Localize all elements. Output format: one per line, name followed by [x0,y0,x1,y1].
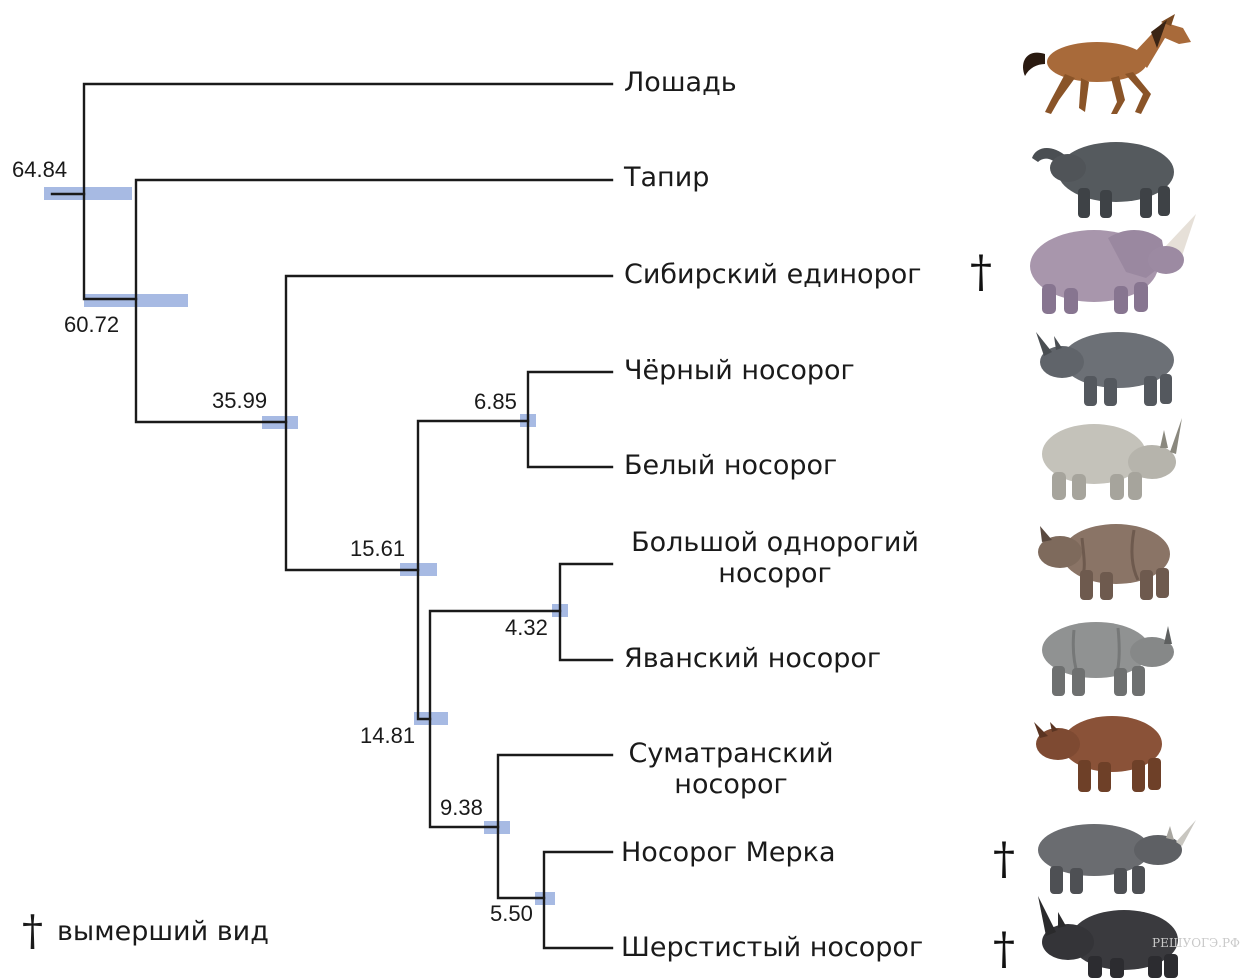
node-age-rhinocerotidae: 35.99 [212,388,267,413]
taxon-label-siberian-unicorn: Сибирский единорог [624,259,921,290]
node-age-root: 64.84 [12,157,67,182]
taxon-label-black-rhino: Чёрный носорог [624,355,855,386]
sumatran-rhino-icon [1028,704,1168,796]
branch-rhinocerotidae [286,276,612,570]
node-age-stephanorhinus: 5.50 [490,901,533,926]
indian-rhino-icon [1030,508,1176,604]
taxon-label-indian-rhino-line2: носорог [620,558,930,589]
node-age-tapir-rhino: 60.72 [64,312,119,337]
taxon-label-tapir: Тапир [624,162,709,193]
taxon-label-woolly-rhino: Шерстистый носорог [621,932,923,963]
taxon-label-white-rhino: Белый носорог [624,450,837,481]
node-age-dicerorhinini: 9.38 [440,795,483,820]
node-age-african: 6.85 [474,389,517,414]
extinct-dagger-siberian-unicorn: † [970,251,992,295]
taxon-label-sumatran-rhino-line2: носорог [620,769,842,800]
black-rhino-icon [1028,318,1180,410]
taxon-label-indian-rhino-line1: Большой однорогий [620,527,930,558]
tree-branches [52,84,612,948]
legend-dagger-symbol: † [22,910,43,952]
javan-rhino-icon [1034,606,1180,700]
tapir-icon [1028,122,1186,222]
taxon-label-sumatran-rhino-line1: Суматранский [620,738,842,769]
taxon-label-merck-rhino: Носорог Мерка [621,837,836,868]
node-age-asian-sumatran: 14.81 [360,723,415,748]
taxon-label-javan-rhino: Яванский носорог [624,643,881,674]
extinct-dagger-woolly-rhino: † [993,928,1015,972]
branch-tapir-rhino [136,180,612,422]
watermark: РЕШУОГЭ.РФ [1152,936,1240,950]
siberian-unicorn-icon [1016,212,1198,318]
node-age-rhinoceros: 4.32 [505,615,548,640]
node-age-labels: 64.84 60.72 35.99 15.61 6.85 14.81 4.32 … [12,157,548,926]
branch-root [84,84,612,299]
taxon-label-indian-rhino: Большой однорогий носорог [620,527,930,589]
legend-label: вымерший вид [57,916,269,947]
extinct-dagger-merck-rhino: † [993,838,1015,882]
branch-african [528,372,612,467]
branch-dicerorhinini [498,755,612,898]
legend: † вымерший вид [22,910,269,952]
merck-rhino-icon [1030,810,1196,896]
taxon-label-sumatran-rhino: Суматранский носорог [620,738,842,800]
horse-icon [1015,8,1195,120]
taxon-label-horse: Лошадь [624,67,737,98]
node-confidence-bars [44,187,568,905]
white-rhino-icon [1036,408,1186,504]
node-age-rhinocerotini: 15.61 [350,536,405,561]
